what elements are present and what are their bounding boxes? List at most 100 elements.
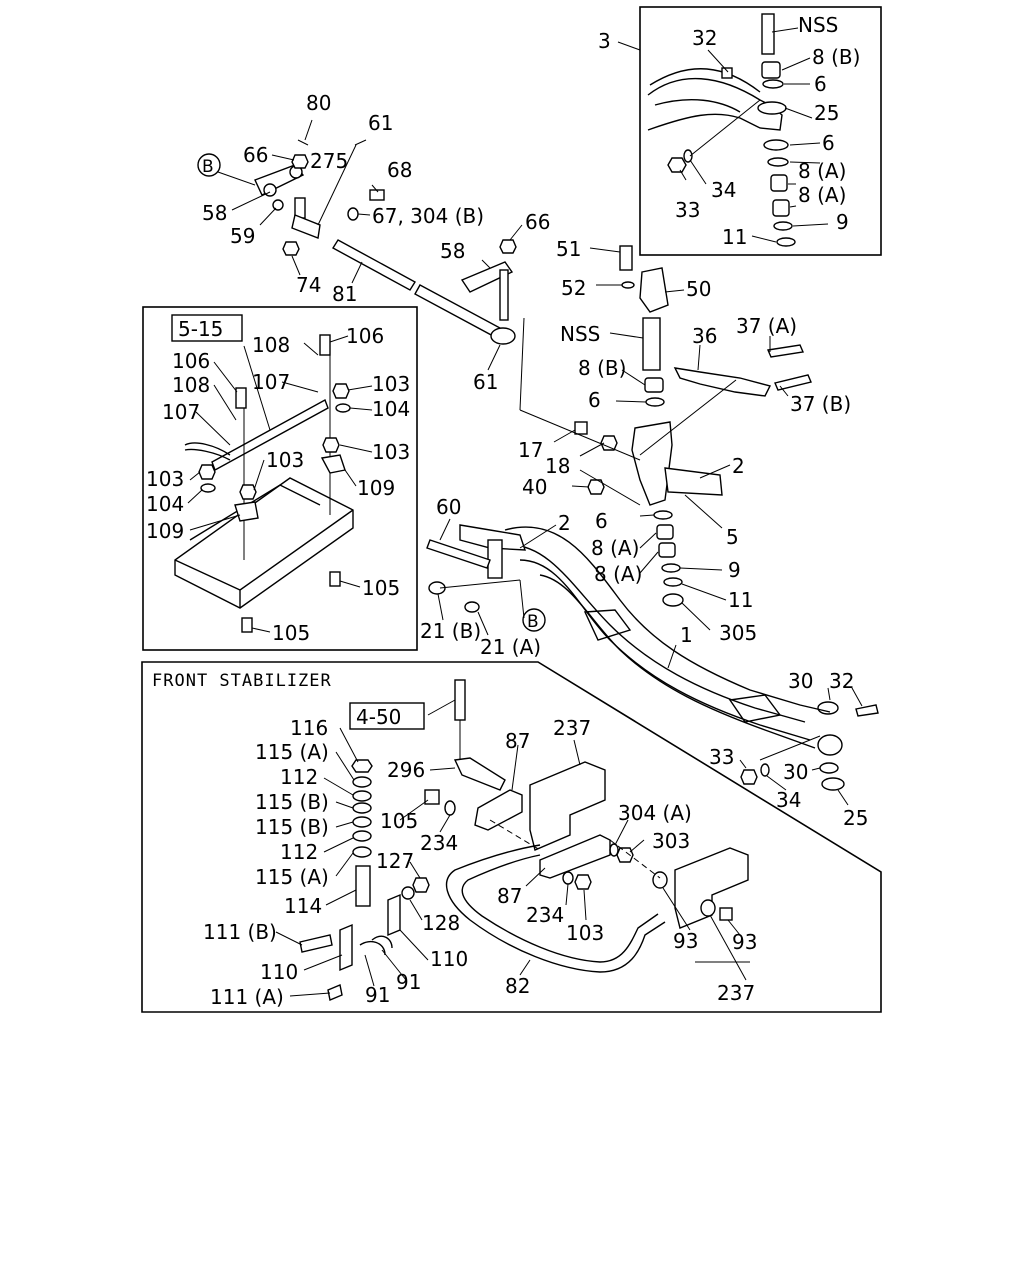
label-237-a: 237 <box>553 716 591 740</box>
label-82: 82 <box>505 974 530 998</box>
kingpin-inset-frame <box>639 6 882 256</box>
label-61-mid: 61 <box>473 370 498 394</box>
label-21b: 21 (B) <box>420 619 481 643</box>
label-104-a: 104 <box>372 397 410 421</box>
label-109-a: 109 <box>357 476 395 500</box>
label-58-top: 58 <box>202 201 227 225</box>
label-115b-1: 115 (B) <box>255 790 329 814</box>
label-11-mid: 11 <box>728 588 753 612</box>
label-80: 80 <box>306 91 331 115</box>
label-51: 51 <box>556 237 581 261</box>
label-112-b: 112 <box>280 840 318 864</box>
label-114: 114 <box>284 894 322 918</box>
label-5: 5 <box>726 525 739 549</box>
label-127: 127 <box>376 849 414 873</box>
label-17: 17 <box>518 438 543 462</box>
label-296: 296 <box>387 758 425 782</box>
label-2-axle: 2 <box>558 511 571 535</box>
label-115a-2: 115 (A) <box>255 865 329 889</box>
label-61-top: 61 <box>368 111 393 135</box>
label-105-a: 105 <box>362 576 400 600</box>
marker-b-mid: B <box>527 612 539 632</box>
label-234-b: 234 <box>526 903 564 927</box>
label-91-a: 91 <box>365 983 390 1007</box>
marker-b-mid-circle <box>522 608 546 632</box>
label-8b-mid: 8 (B) <box>578 356 626 380</box>
ref-box-4-50: 4-50 <box>356 705 401 729</box>
label-128: 128 <box>422 911 460 935</box>
label-6-inset-a: 6 <box>814 72 827 96</box>
label-1: 1 <box>680 623 693 647</box>
label-25-inset: 25 <box>814 101 839 125</box>
label-275: 275 <box>310 149 348 173</box>
label-11-inset: 11 <box>722 225 747 249</box>
label-237-b: 237 <box>717 981 755 1005</box>
label-112-a: 112 <box>280 765 318 789</box>
label-103-b: 103 <box>372 440 410 464</box>
label-68: 68 <box>387 158 412 182</box>
label-60: 60 <box>436 495 461 519</box>
label-81: 81 <box>332 282 357 306</box>
label-59: 59 <box>230 224 255 248</box>
label-93-b: 93 <box>732 930 757 954</box>
label-52: 52 <box>561 276 586 300</box>
label-8b-inset: 8 (B) <box>812 45 860 69</box>
axle-end-labels: 30 32 33 34 30 25 <box>709 669 868 830</box>
label-87-b: 87 <box>497 884 522 908</box>
stabilizer-drawing <box>299 679 749 1001</box>
label-103-d: 103 <box>146 467 184 491</box>
label-34-inset: 34 <box>711 178 736 202</box>
label-3: 3 <box>598 29 611 53</box>
label-8a-inset-1: 8 (A) <box>798 159 846 183</box>
label-8a-mid-2: 8 (A) <box>594 562 642 586</box>
label-104-b: 104 <box>146 492 184 516</box>
label-234-a: 234 <box>420 831 458 855</box>
label-32-axle: 32 <box>829 669 854 693</box>
label-87-a: 87 <box>505 729 530 753</box>
label-36: 36 <box>692 324 717 348</box>
label-115a-1: 115 (A) <box>255 740 329 764</box>
label-30-b: 30 <box>783 760 808 784</box>
label-103-stab: 103 <box>566 921 604 945</box>
label-nss-mid: NSS <box>560 322 600 346</box>
label-108-b: 108 <box>172 373 210 397</box>
label-108-a: 108 <box>252 333 290 357</box>
label-107-a: 107 <box>252 370 290 394</box>
label-110-a: 110 <box>260 960 298 984</box>
label-18: 18 <box>545 454 570 478</box>
stabilizer-labels: 116 115 (A) 112 115 (B) 115 (B) 112 115 … <box>203 716 757 1009</box>
label-6-mid-a: 6 <box>588 388 601 412</box>
label-107-b: 107 <box>162 400 200 424</box>
label-110-b: 110 <box>430 947 468 971</box>
kingpin-inset-drawing <box>647 13 796 247</box>
label-6-mid-b: 6 <box>595 509 608 533</box>
knuckle-labels: 51 52 50 NSS 36 37 (A) 8 (B) 37 (B) 6 17… <box>420 237 851 659</box>
label-34-axle: 34 <box>776 788 801 812</box>
label-50: 50 <box>686 277 711 301</box>
label-25-axle: 25 <box>843 806 868 830</box>
label-93-a: 93 <box>673 929 698 953</box>
label-8a-mid-1: 8 (A) <box>591 536 639 560</box>
label-33-inset: 33 <box>675 198 700 222</box>
label-305: 305 <box>719 621 757 645</box>
label-33-axle: 33 <box>709 745 734 769</box>
leader-lines <box>187 27 863 997</box>
label-304a: 304 (A) <box>618 801 692 825</box>
label-40: 40 <box>522 475 547 499</box>
ref-box-5-15: 5-15 <box>178 317 223 341</box>
label-67-304b: 67, 304 (B) <box>372 204 484 228</box>
marker-b-top: B <box>202 157 214 177</box>
label-106-a: 106 <box>346 324 384 348</box>
label-58-mid: 58 <box>440 239 465 263</box>
label-37a: 37 (A) <box>736 314 797 338</box>
label-109-b: 109 <box>146 519 184 543</box>
label-66-mid: 66 <box>525 210 550 234</box>
marker-b-top-circle <box>197 153 221 177</box>
label-105-stab: 105 <box>380 809 418 833</box>
label-2-knuckle: 2 <box>732 454 745 478</box>
label-303: 303 <box>652 829 690 853</box>
label-nss-top: NSS <box>798 13 838 37</box>
label-116: 116 <box>290 716 328 740</box>
tank-inset-frame <box>142 306 418 651</box>
